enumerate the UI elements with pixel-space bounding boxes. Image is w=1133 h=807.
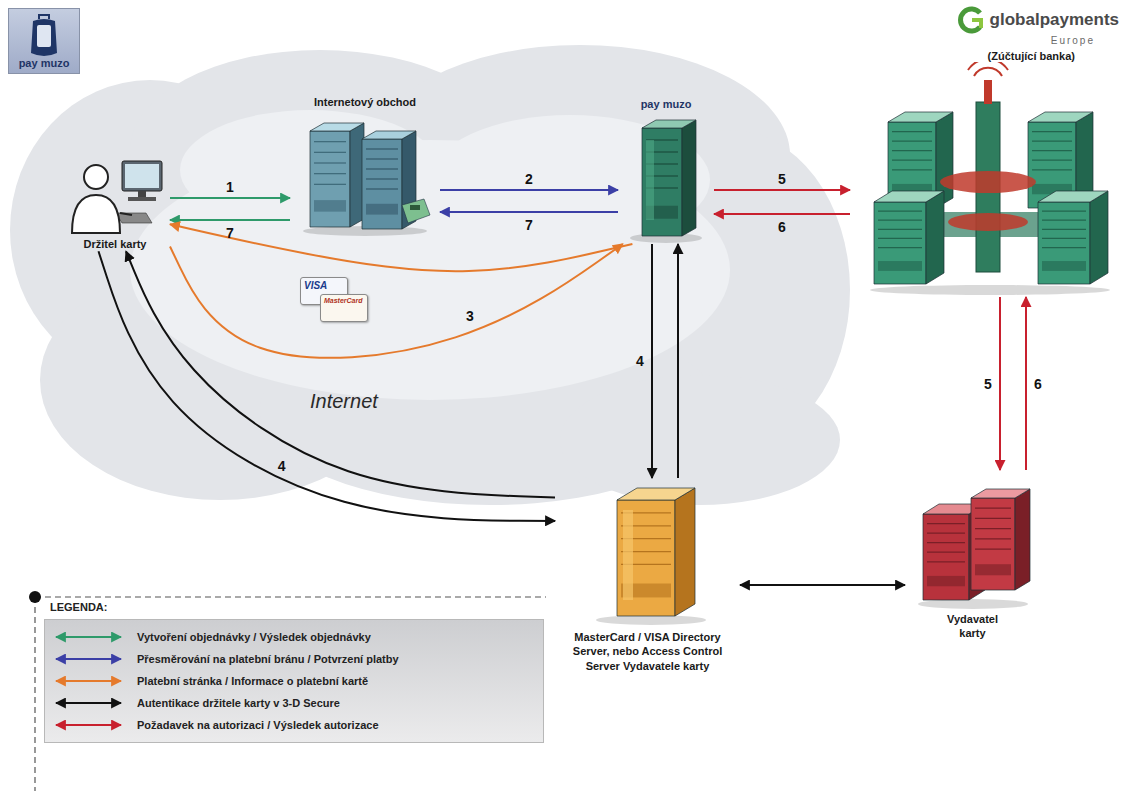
- label-holder: 7: [525, 217, 533, 233]
- label-holder: 7: [226, 225, 234, 241]
- logo-subtext: Europe: [850, 35, 1125, 46]
- server-illustration: [290, 109, 440, 237]
- system-node: MasterCard / VISA Directory Server, nebo…: [555, 478, 740, 673]
- logo-text: globalpayments: [990, 10, 1119, 30]
- label-holder: 4: [636, 353, 644, 369]
- internet-cloud: [10, 40, 850, 510]
- node-label: Vydavatel karty: [933, 612, 1013, 641]
- step-number: 1: [226, 179, 234, 195]
- flow-arrow: [651, 244, 653, 478]
- system-node: globalpaymentsEurope (Zúčtující banka): [850, 5, 1125, 297]
- legend-sample: [53, 674, 127, 688]
- label-holder: 3: [466, 308, 474, 324]
- step-number: 5: [984, 376, 992, 392]
- legend-row: Požadavek na autorizaci / Výsledek autor…: [53, 714, 535, 736]
- legend-text: Přesměrování na platební bránu / Potvrze…: [137, 653, 399, 665]
- legend-sample: [53, 652, 127, 666]
- node-label: pay muzo: [618, 98, 714, 110]
- step-number: 4: [278, 458, 286, 474]
- system-node: Internetový obchod: [290, 95, 440, 237]
- step-number: 2: [525, 171, 533, 187]
- system-node: pay muzo: [8, 8, 80, 74]
- legend-text: Vytvoření objednávky / Výsledek objednáv…: [137, 631, 371, 643]
- cardholder-icon: [60, 155, 170, 237]
- label-holder: 6: [778, 219, 786, 235]
- node-label: MasterCard / VISA Directory Server, nebo…: [573, 630, 723, 673]
- flow-arrow: [740, 584, 905, 586]
- step-number: 6: [778, 219, 786, 235]
- card-brand: MasterCard: [321, 295, 367, 306]
- card-brand: VISA: [301, 278, 347, 293]
- label-holder: 4: [278, 458, 286, 474]
- system-node: Držitel karty: [60, 155, 170, 251]
- flow-arrow: [170, 219, 290, 221]
- legend-sample: [53, 630, 127, 644]
- flow-arrow: [714, 189, 850, 191]
- cloud-label-holder: Internet: [310, 390, 378, 413]
- logo-icon: [956, 5, 986, 35]
- server-illustration: [555, 478, 740, 626]
- network-cloud: Internet Držitel karty Internetový obchod p…: [10, 40, 850, 510]
- flow-arrow: [440, 211, 618, 213]
- legend-sample: [53, 696, 127, 710]
- node-label: Internetový obchod: [290, 95, 440, 109]
- legend-title: LEGENDA:: [50, 601, 107, 613]
- legend-row: Přesměrování na platební bránu / Potvrze…: [53, 648, 535, 670]
- legend-text: Autentikace držitele karty v 3-D Secure: [137, 697, 340, 709]
- legend-text: Požadavek na autorizaci / Výsledek autor…: [137, 719, 379, 731]
- label-holder: 1: [226, 179, 234, 195]
- label-holder: 5: [984, 376, 992, 392]
- step-number: 3: [466, 308, 474, 324]
- node-label: (Zúčtující banka): [850, 50, 1125, 62]
- system-node: pay muzo: [618, 98, 714, 244]
- flow-arrow: [714, 213, 850, 215]
- legend-panel: Vytvoření objednávky / Výsledek objednáv…: [44, 619, 544, 743]
- flow-arrow: [440, 189, 618, 191]
- legend-row: Platební stránka / Informace o platební …: [53, 670, 535, 692]
- step-number: 7: [226, 225, 234, 241]
- legend: LEGENDA: Vytvoření objednávky / Výsledek …: [28, 583, 550, 795]
- step-number: 7: [525, 217, 533, 233]
- flow-arrow: [677, 244, 679, 478]
- legend-text: Platební stránka / Informace o platební …: [137, 675, 368, 687]
- cloud-label: Internet: [310, 390, 378, 413]
- server-illustration: [618, 110, 714, 244]
- logo-icon: [19, 13, 69, 57]
- label-holder: 5: [778, 171, 786, 187]
- system-node: Vydavatel karty: [905, 470, 1040, 641]
- flow-arrow: [170, 197, 290, 199]
- node-label: Držitel karty: [60, 237, 170, 251]
- legend-row: Autentikace držitele karty v 3-D Secure: [53, 692, 535, 714]
- step-number: 6: [1034, 376, 1042, 392]
- logo-text: pay muzo: [11, 57, 77, 69]
- payment-card: MasterCard: [320, 294, 368, 322]
- logo-row: globalpayments: [850, 5, 1125, 35]
- server-illustration: [905, 470, 1040, 610]
- label-holder: 6: [1034, 376, 1042, 392]
- flow-arrow: [999, 297, 1001, 470]
- label-holder: 2: [525, 171, 533, 187]
- flow-arrow: [1025, 297, 1027, 470]
- step-number: 4: [636, 353, 644, 369]
- bank-servers: [850, 62, 1125, 297]
- legend-row: Vytvoření objednávky / Výsledek objednáv…: [53, 626, 535, 648]
- legend-sample: [53, 718, 127, 732]
- step-number: 5: [778, 171, 786, 187]
